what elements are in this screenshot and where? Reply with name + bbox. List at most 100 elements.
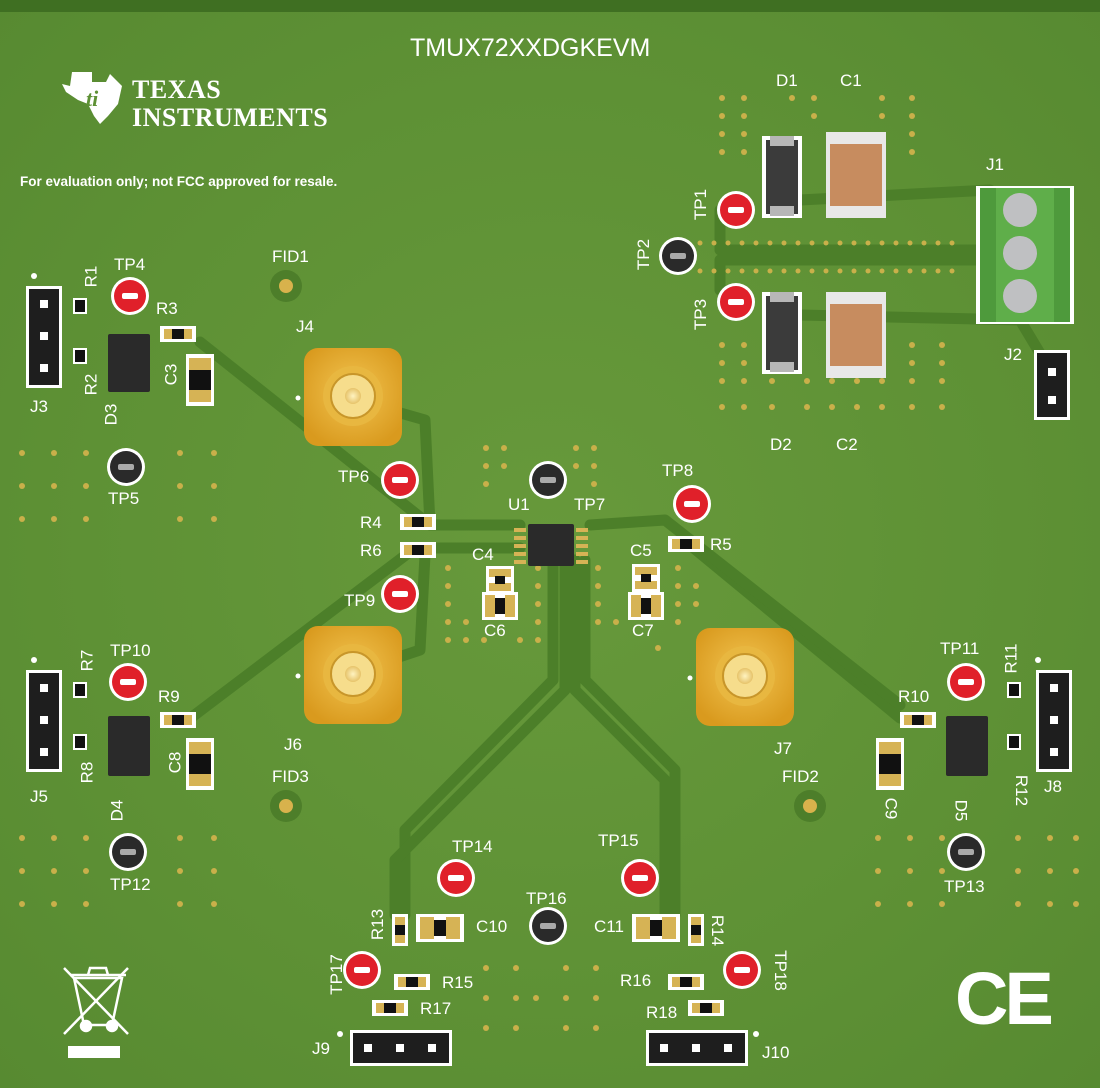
label-fid2: FID2 bbox=[782, 767, 819, 786]
label-r16: R16 bbox=[620, 971, 652, 990]
label-tp12: TP12 bbox=[110, 875, 151, 894]
fiducial bbox=[270, 270, 826, 822]
label-tp10: TP10 bbox=[110, 641, 151, 660]
label-j1: J1 bbox=[986, 155, 1004, 174]
label-c2: C2 bbox=[836, 435, 858, 454]
label-tp3: TP3 bbox=[691, 298, 711, 331]
label-c3: C3 bbox=[161, 363, 181, 386]
disclaimer-text: For evaluation only; not FCC approved fo… bbox=[20, 174, 338, 189]
label-j3: J3 bbox=[30, 397, 48, 416]
label-j2: J2 bbox=[1004, 345, 1022, 364]
weee-bin-icon bbox=[63, 966, 129, 1058]
label-tp6: TP6 bbox=[338, 467, 370, 486]
label-r18: R18 bbox=[646, 1003, 678, 1022]
label-j5: J5 bbox=[30, 787, 48, 806]
diode-d1 bbox=[762, 136, 802, 218]
ic-d4 bbox=[108, 716, 150, 776]
ce-mark-icon: CE bbox=[955, 957, 1054, 1040]
label-d1: D1 bbox=[776, 71, 798, 90]
header-j8 bbox=[1035, 657, 1072, 772]
label-c10: C10 bbox=[476, 917, 508, 936]
test-points bbox=[107, 191, 985, 989]
label-tp14: TP14 bbox=[452, 837, 493, 856]
label-r6: R6 bbox=[360, 541, 382, 560]
label-tp15: TP15 bbox=[598, 831, 639, 850]
label-c11: C11 bbox=[594, 917, 624, 936]
label-r14: R14 bbox=[708, 914, 728, 947]
label-r15: R15 bbox=[442, 973, 474, 992]
board-title: TMUX72XXDGKEVM bbox=[410, 34, 651, 62]
ic-d3 bbox=[108, 334, 150, 392]
label-c8: C8 bbox=[165, 751, 185, 774]
header-j5 bbox=[26, 657, 62, 772]
label-j4: J4 bbox=[296, 317, 314, 336]
label-r8: R8 bbox=[77, 761, 97, 784]
label-tp5: TP5 bbox=[108, 489, 140, 508]
label-r5: R5 bbox=[710, 535, 732, 554]
label-d2: D2 bbox=[770, 435, 792, 454]
brand-line1: TEXAS bbox=[132, 75, 222, 104]
label-j9: J9 bbox=[312, 1039, 330, 1058]
sma-connector-j6 bbox=[295, 626, 402, 724]
label-c7: C7 bbox=[632, 621, 654, 640]
label-r1: R1 bbox=[81, 265, 101, 288]
label-r2: R2 bbox=[81, 373, 101, 396]
label-tp4: TP4 bbox=[114, 255, 146, 274]
label-j10: J10 bbox=[762, 1043, 790, 1062]
header-j3 bbox=[26, 273, 62, 388]
label-r7: R7 bbox=[77, 649, 97, 672]
label-fid1: FID1 bbox=[272, 247, 309, 266]
label-j6: J6 bbox=[284, 735, 302, 754]
capacitor-c2 bbox=[826, 292, 886, 378]
label-tp13: TP13 bbox=[944, 877, 985, 896]
label-tp18: TP18 bbox=[770, 950, 790, 991]
header-j9 bbox=[337, 1030, 452, 1066]
terminal-block-j1 bbox=[976, 186, 1074, 324]
label-tp1: TP1 bbox=[691, 188, 711, 221]
label-c6: C6 bbox=[484, 621, 506, 640]
ti-logo-icon: ti bbox=[62, 72, 122, 124]
label-c9: C9 bbox=[881, 797, 901, 820]
capacitor-c1 bbox=[826, 132, 886, 218]
brand-name: TEXAS INSTRUMENTS bbox=[132, 76, 328, 132]
label-r12: R12 bbox=[1012, 774, 1032, 807]
label-r10: R10 bbox=[898, 687, 930, 706]
sma-connector-j4 bbox=[295, 348, 402, 446]
label-d4: D4 bbox=[107, 799, 127, 822]
label-tp8: TP8 bbox=[662, 461, 694, 480]
label-j8: J8 bbox=[1044, 777, 1062, 796]
label-r3: R3 bbox=[156, 299, 178, 318]
label-d5: D5 bbox=[951, 799, 971, 822]
diode-d2 bbox=[762, 292, 802, 374]
label-j7: J7 bbox=[774, 739, 792, 758]
label-c1: C1 bbox=[840, 71, 862, 90]
label-tp2: TP2 bbox=[634, 238, 654, 271]
label-r11: R11 bbox=[1001, 643, 1021, 674]
label-tp7: TP7 bbox=[574, 495, 606, 514]
label-d3: D3 bbox=[101, 403, 121, 426]
ic-d5 bbox=[946, 716, 988, 776]
label-tp16: TP16 bbox=[526, 889, 567, 908]
label-r17: R17 bbox=[420, 999, 452, 1018]
brand-line2: INSTRUMENTS bbox=[132, 103, 329, 132]
via-field bbox=[19, 95, 1079, 1031]
label-tp9: TP9 bbox=[344, 591, 376, 610]
label-tp17: TP17 bbox=[326, 954, 346, 995]
header-j10 bbox=[646, 1030, 759, 1066]
label-tp11: TP11 bbox=[940, 639, 980, 658]
header-j2 bbox=[1034, 350, 1070, 420]
label-c5: C5 bbox=[630, 541, 652, 560]
smd-components bbox=[73, 298, 1021, 1016]
label-r4: R4 bbox=[360, 513, 382, 532]
label-u1: U1 bbox=[508, 495, 530, 514]
label-fid3: FID3 bbox=[272, 767, 309, 786]
sma-connector-j7 bbox=[687, 628, 794, 726]
label-r13: R13 bbox=[368, 908, 388, 941]
label-c4: C4 bbox=[472, 545, 494, 564]
label-r9: R9 bbox=[158, 687, 180, 706]
copper-traces bbox=[182, 184, 1056, 921]
svg-text:ti: ti bbox=[86, 86, 99, 111]
ic-u1 bbox=[514, 524, 588, 566]
